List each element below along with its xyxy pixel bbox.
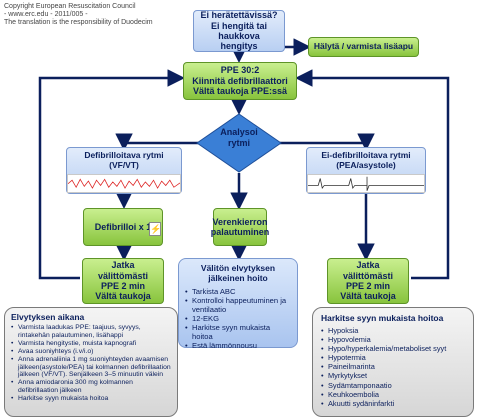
cpr-line: Vältä taukoja PPE:ssä <box>192 86 288 97</box>
post-resus-list: Tarkista ABC Kontrolloi happeutuminen ja… <box>185 287 291 350</box>
analyse-rhythm-diamond <box>196 113 282 173</box>
rosc-line: palautuminen <box>210 227 270 237</box>
shockable-line: (VF/VT) <box>109 159 139 170</box>
nonshockable-rhythm-box: Ei-defibrilloitava rytmi (PEA/asystole) <box>306 147 426 194</box>
list-item: Kontrolloi happeutuminen ja ventilaatio <box>185 296 291 314</box>
reversible-title: Harkitse syyn mukaista hoitoa <box>321 313 444 323</box>
pea-ecg-strip <box>307 173 425 193</box>
rosc-box: Verenkierron palautuminen <box>210 208 270 246</box>
reversible-list: Hypoksia Hypovolemia Hypo/hyperkalemia/m… <box>321 326 465 408</box>
question-line: hengitys <box>220 41 258 52</box>
list-item: Keuhkoembolia <box>321 390 465 399</box>
list-item: Hypo/hyperkalemia/metaboliset syyt <box>321 344 465 353</box>
analyse-line: Analysoi <box>220 127 258 137</box>
post-resus-title: Välitön elvytyksen jälkeinen hoito <box>185 263 291 283</box>
list-item: 12-EKG <box>185 314 291 323</box>
resume-line: välittömästi <box>342 270 393 281</box>
list-item: Hypoksia <box>321 326 465 335</box>
analyse-line: rytmi <box>227 138 250 148</box>
post-resus-title-line: Välitön elvytyksen <box>200 263 276 273</box>
during-cpr-list: Varmista laadukas PPE: taajuus, syvyys, … <box>11 324 171 403</box>
lightning-icon: ⚡ <box>149 222 162 236</box>
resume-line: PPE 2 min <box>100 281 145 291</box>
nonshockable-line: Ei-defibrilloitava rytmi <box>321 150 411 160</box>
call-help-box: Hälytä / varmista lisäapu <box>308 37 419 57</box>
list-item: Tarkista ABC <box>185 287 291 296</box>
copyright-line: The translation is the responsibility of… <box>4 19 153 27</box>
list-item: Varmista hengitystie, muista kapnografi <box>11 340 171 348</box>
list-item: Varmista laadukas PPE: taajuus, syvyys, … <box>11 324 171 340</box>
cpr-line: Kiinnitä defibrillaattori <box>192 75 288 86</box>
post-resuscitation-care-box: Välitön elvytyksen jälkeinen hoito Tarki… <box>178 258 298 350</box>
list-item: Estä lämmönnousu <box>185 341 291 350</box>
post-resus-title-line: jälkeinen hoito <box>208 273 268 283</box>
copyright-notice: Copyright European Resuscitation Council… <box>4 3 153 28</box>
resume-line: välittömästi <box>97 270 148 281</box>
resume-line: Vältä taukoja <box>340 291 396 302</box>
rosc-line: Verenkierron <box>212 216 268 227</box>
nonshockable-line: (PEA/asystole) <box>336 159 396 170</box>
list-item: Anna adrenaliinia 1 mg suoniyhteyden ava… <box>11 356 171 380</box>
list-item: Hypovolemia <box>321 335 465 344</box>
shockable-rhythm-box: Defibrilloitava rytmi (VF/VT) <box>66 147 182 194</box>
list-item: Myrkytykset <box>321 371 465 380</box>
list-item: Hypotermia <box>321 353 465 362</box>
list-item: Harkitse syyn mukaista hoitoa <box>185 323 291 341</box>
resume-line: PPE 2 min <box>345 281 390 291</box>
list-item: Akuutti sydäninfarkti <box>321 399 465 408</box>
resume-cpr-left-box: Jatka välittömästi PPE 2 min Vältä tauko… <box>82 258 164 304</box>
cpr-line: PPE 30:2 <box>220 65 260 76</box>
resume-line: Jatka <box>111 260 135 271</box>
during-cpr-box: Elvytyksen aikana Varmista laadukas PPE:… <box>4 307 178 417</box>
question-line: Ei herätettävissä? <box>200 10 278 21</box>
shock-label: Defibrilloi x 1 <box>94 221 152 232</box>
copyright-line: - www.erc.edu - 2011/005 - <box>4 11 88 19</box>
resume-line: Jatka <box>356 260 380 271</box>
unresponsive-check-box: Ei herätettävissä? Ei hengitä tai haukko… <box>193 10 285 52</box>
list-item: Paineilmarinta <box>321 362 465 371</box>
vf-ecg-strip <box>67 173 181 193</box>
cpr-box: PPE 30:2 Kiinnitä defibrillaattori Vältä… <box>183 62 297 100</box>
during-cpr-title: Elvytyksen aikana <box>11 312 85 322</box>
list-item: Anna amiodaronia 300 mg kolmannen defibr… <box>11 379 171 395</box>
question-line: Ei hengitä tai haukkova <box>210 20 267 41</box>
shockable-line: Defibrilloitava rytmi <box>84 150 164 160</box>
resume-line: Vältä taukoja <box>95 291 151 302</box>
list-item: Avaa suoniyhteys (i.v/i.o) <box>11 348 171 356</box>
copyright-line: Copyright European Resuscitation Council <box>4 3 136 10</box>
list-item: Harkitse syyn mukaista hoitoa <box>11 395 171 403</box>
call-help-label: Hälytä / varmista lisäapu <box>313 41 414 52</box>
list-item: Sydämtamponaatio <box>321 381 465 390</box>
analyse-rhythm-label: Analysoi rytmi <box>196 127 282 149</box>
reversible-causes-box: Harkitse syyn mukaista hoitoa Hypoksia H… <box>312 307 474 417</box>
resume-cpr-right-box: Jatka välittömästi PPE 2 min Vältä tauko… <box>327 258 409 304</box>
